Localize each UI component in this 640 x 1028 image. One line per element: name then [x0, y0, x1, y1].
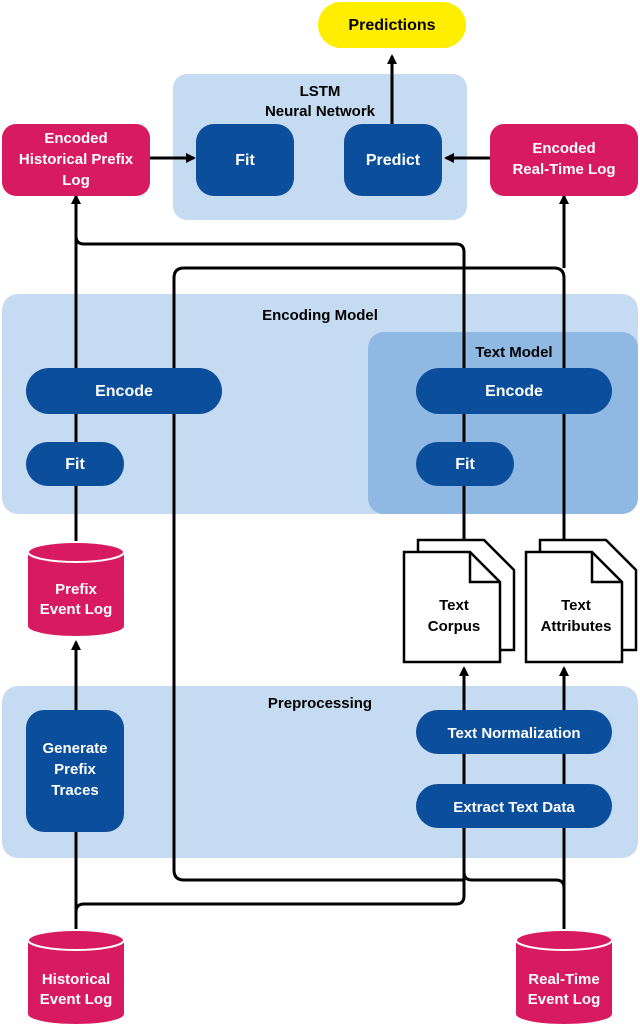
historical-log-line2: Event Log	[40, 991, 113, 1008]
connectors	[71, 54, 566, 935]
text-fit-node[interactable]	[416, 442, 514, 486]
text-attributes-document-icon	[524, 538, 638, 664]
encoded-realtime-node	[490, 124, 638, 196]
text-corpus-line2: Corpus	[428, 618, 481, 635]
text-attributes-line1: Text	[561, 597, 591, 614]
lstm-fit-label: Fit	[235, 152, 255, 169]
line-realtime-to-left-loop	[172, 266, 464, 882]
encoded-historical-line1: Encoded	[44, 130, 107, 147]
encoding-encode-label: Encode	[95, 383, 153, 400]
encoding-model-title: Encoding Model	[262, 307, 378, 324]
extract-text-data-label: Extract Text Data	[453, 799, 575, 816]
generate-line2: Prefix	[54, 761, 96, 778]
lstm-title-1: LSTM	[300, 83, 341, 100]
extract-text-data-node[interactable]	[416, 784, 612, 828]
historical-log-line1: Historical	[42, 971, 110, 988]
lstm-predict-node[interactable]	[344, 124, 442, 196]
generate-line3: Traces	[51, 782, 99, 799]
realtime-log-line1: Real-Time	[528, 971, 599, 988]
text-model-title: Text Model	[475, 344, 552, 361]
predictions-label: Predictions	[348, 17, 435, 34]
arrow-text-encode-to-encoded-rt	[464, 196, 564, 368]
text-normalization-label: Text Normalization	[447, 725, 580, 742]
encoding-encode-node[interactable]	[26, 368, 222, 414]
lstm-title-2: Neural Network	[265, 103, 376, 120]
text-fit-label: Fit	[455, 456, 475, 473]
line-historical-to-extract	[74, 828, 466, 920]
predictions-box	[318, 2, 466, 48]
prefix-log-line2: Event Log	[40, 601, 113, 618]
encoded-historical-line2: Historical Prefix	[19, 151, 134, 168]
encoded-realtime-line1: Encoded	[532, 140, 595, 157]
encoding-fit-node[interactable]	[26, 442, 124, 486]
encoded-historical-node	[2, 124, 150, 196]
line-realtime-to-extract	[462, 871, 566, 932]
lstm-predict-label: Predict	[366, 152, 421, 169]
line-text-encode-to-encoded-hist	[74, 235, 466, 368]
text-normalization-node[interactable]	[416, 710, 612, 754]
text-encode-node[interactable]	[416, 368, 612, 414]
text-attributes-line2: Attributes	[541, 618, 612, 635]
lstm-fit-node[interactable]	[196, 124, 294, 196]
realtime-event-log-cylinder	[515, 929, 613, 1024]
encoded-realtime-line2: Real-Time Log	[512, 161, 615, 178]
text-encode-label: Encode	[485, 383, 543, 400]
encoding-fit-label: Fit	[65, 456, 85, 473]
generate-line1: Generate	[42, 740, 107, 757]
encoded-historical-line3: Log	[62, 172, 90, 189]
preprocessing-title: Preprocessing	[268, 695, 372, 712]
prefix-log-line1: Prefix	[55, 581, 97, 598]
text-corpus-document-icon	[402, 538, 516, 664]
text-corpus-line1: Text	[439, 597, 469, 614]
historical-event-log-cylinder	[27, 929, 125, 1024]
realtime-log-line2: Event Log	[528, 991, 601, 1008]
generate-prefix-traces-node[interactable]	[26, 710, 124, 832]
prefix-event-log-cylinder	[27, 541, 125, 636]
